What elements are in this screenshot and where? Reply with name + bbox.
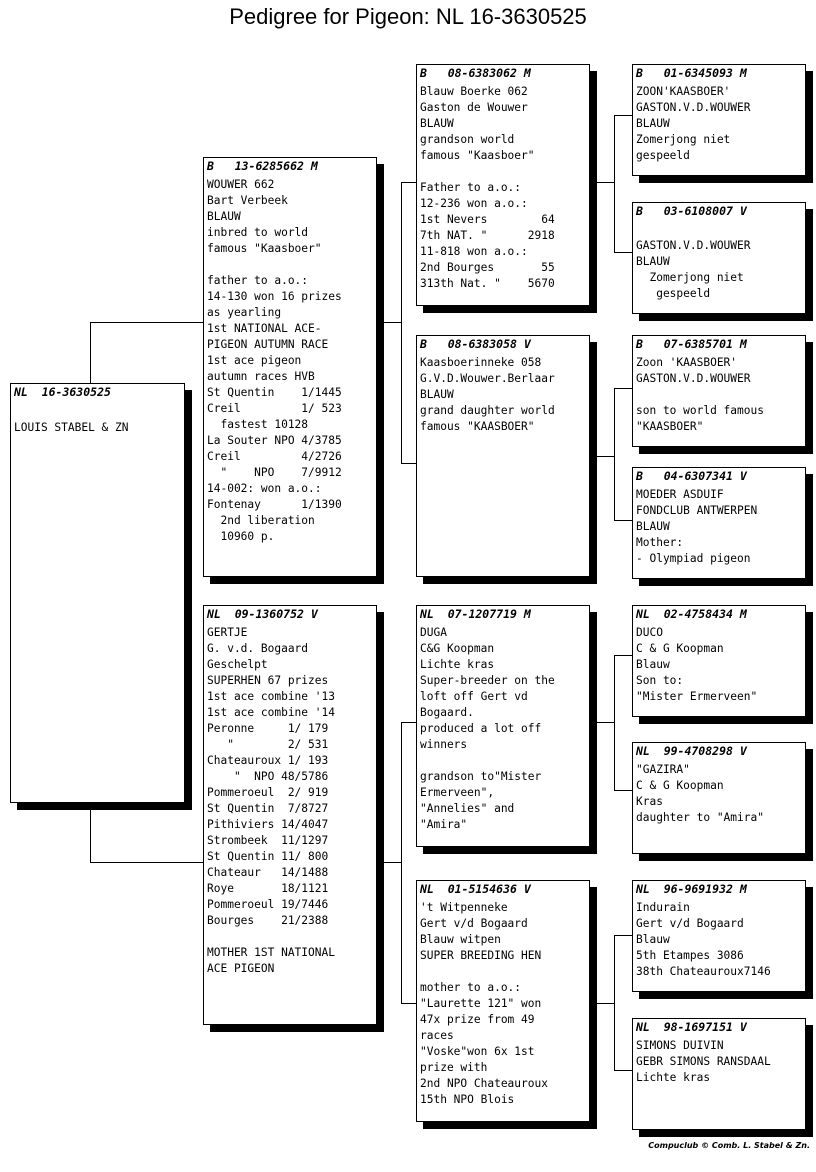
connector-line (401, 722, 417, 723)
footer-credit: Compuclub © Comb. L. Stabel & Zn. (648, 1141, 810, 1150)
pigeon-details: Blauw Boerke 062 Gaston de Wouwer BLAUW … (420, 85, 555, 290)
ring-number: B 03-6108007 V (636, 204, 747, 218)
connector-line (614, 655, 615, 791)
pigeon-card-sd-dam: B 04-6307341 V MOEDER ASDUIF FONDCLUB AN… (632, 467, 806, 579)
connector-line (614, 388, 615, 521)
connector-line (596, 1003, 614, 1004)
connector-line (614, 252, 633, 253)
connector-line (90, 862, 204, 863)
pigeon-card-ss-dam: B 03-6108007 V GASTON.V.D.WOUWER BLAUW Z… (632, 202, 806, 314)
connector-line (614, 388, 633, 389)
pigeon-card-sd-sire: B 07-6385701 M Zoon 'KAASBOER' GASTON.V.… (632, 335, 806, 447)
ring-number: B 04-6307341 V (636, 469, 747, 483)
connector-line (614, 935, 615, 1071)
pigeon-details: ZOON'KAASBOER' GASTON.V.D.WOUWER BLAUW Z… (636, 85, 751, 162)
connector-line (614, 520, 633, 521)
connector-line (90, 322, 91, 384)
ring-number: B 07-6385701 M (636, 337, 747, 351)
ring-number: B 08-6383062 M (420, 66, 531, 80)
connector-line (614, 115, 633, 116)
pigeon-card-ss-sire: B 01-6345093 M ZOON'KAASBOER' GASTON.V.D… (632, 64, 806, 176)
ring-number: NL 07-1207719 M (420, 607, 531, 621)
ring-number: B 08-6383058 V (420, 337, 531, 351)
connector-line (614, 655, 633, 656)
connector-line (614, 935, 633, 936)
connector-line (614, 1070, 633, 1071)
ring-number: NL 16-3630525 (14, 385, 111, 399)
connector-line (401, 722, 402, 1004)
pigeon-details: "GAZIRA" C & G Koopman Kras daughter to … (636, 763, 764, 824)
pigeon-details: 't Witpenneke Gert v/d Bogaard Blauw wit… (420, 901, 548, 1106)
pigeon-card-subject: NL 16-3630525 LOUIS STABEL & ZN (10, 383, 185, 803)
pigeon-card-ds-dam: NL 99-4708298 V "GAZIRA" C & G Koopman K… (632, 742, 806, 854)
ring-number: B 01-6345093 M (636, 66, 747, 80)
pigeon-details: DUCO C & G Koopman Blauw Son to: "Mister… (636, 626, 758, 703)
connector-line (401, 182, 402, 464)
connector-line (401, 463, 417, 464)
pigeon-card-dam-dam: NL 01-5154636 V 't Witpenneke Gert v/d B… (416, 880, 590, 1122)
connector-line (596, 722, 614, 723)
connector-line (384, 322, 402, 323)
pigeon-card-dam: NL 09-1360752 V GERTJE G. v.d. Bogaard G… (203, 605, 377, 1025)
pigeon-details: WOUWER 662 Bart Verbeek BLAUW inbred to … (207, 178, 342, 543)
pigeon-details: Indurain Gert v/d Bogaard Blauw 5th Etam… (636, 901, 771, 978)
pigeon-card-sire-dam: B 08-6383058 V Kaasboerinneke 058 G.V.D.… (416, 335, 590, 577)
pigeon-details: DUGA C&G Koopman Lichte kras Super-breed… (420, 626, 555, 831)
pigeon-card-dd-dam: NL 98-1697151 V SIMONS DUIVIN GEBR SIMON… (632, 1018, 806, 1130)
connector-line (614, 115, 615, 253)
pigeon-details: Zoon 'KAASBOER' GASTON.V.D.WOUWER son to… (636, 356, 764, 433)
pigeon-details: Kaasboerinneke 058 G.V.D.Wouwer.Berlaar … (420, 356, 555, 433)
pigeon-details: LOUIS STABEL & ZN (14, 421, 129, 434)
ring-number: NL 99-4708298 V (636, 744, 747, 758)
connector-line (614, 790, 633, 791)
ring-number: B 13-6285662 M (207, 159, 318, 173)
pigeon-details: GASTON.V.D.WOUWER BLAUW Zomerjong niet g… (636, 239, 751, 300)
connector-line (596, 456, 614, 457)
ring-number: NL 96-9691932 M (636, 882, 747, 896)
ring-number: NL 09-1360752 V (207, 607, 318, 621)
pigeon-details: SIMONS DUIVIN GEBR SIMONS RANSDAAL Licht… (636, 1039, 771, 1084)
pigeon-details: MOEDER ASDUIF FONDCLUB ANTWERPEN BLAUW M… (636, 488, 758, 565)
connector-line (90, 802, 91, 863)
pigeon-card-ds-sire: NL 02-4758434 M DUCO C & G Koopman Blauw… (632, 605, 806, 717)
pigeon-card-sire: B 13-6285662 M WOUWER 662 Bart Verbeek B… (203, 157, 377, 577)
pigeon-card-dd-sire: NL 96-9691932 M Indurain Gert v/d Bogaar… (632, 880, 806, 992)
pigeon-card-sire-sire: B 08-6383062 M Blauw Boerke 062 Gaston d… (416, 64, 590, 306)
connector-line (401, 1003, 417, 1004)
connector-line (401, 182, 417, 183)
ring-number: NL 98-1697151 V (636, 1020, 747, 1034)
page-title: Pedigree for Pigeon: NL 16-3630525 (229, 4, 587, 29)
connector-line (384, 862, 402, 863)
connector-line (596, 182, 614, 183)
pigeon-card-dam-sire: NL 07-1207719 M DUGA C&G Koopman Lichte … (416, 605, 590, 847)
ring-number: NL 01-5154636 V (420, 882, 531, 896)
connector-line (90, 322, 204, 323)
ring-number: NL 02-4758434 M (636, 607, 747, 621)
pigeon-details: GERTJE G. v.d. Bogaard Geschelpt SUPERHE… (207, 626, 335, 975)
